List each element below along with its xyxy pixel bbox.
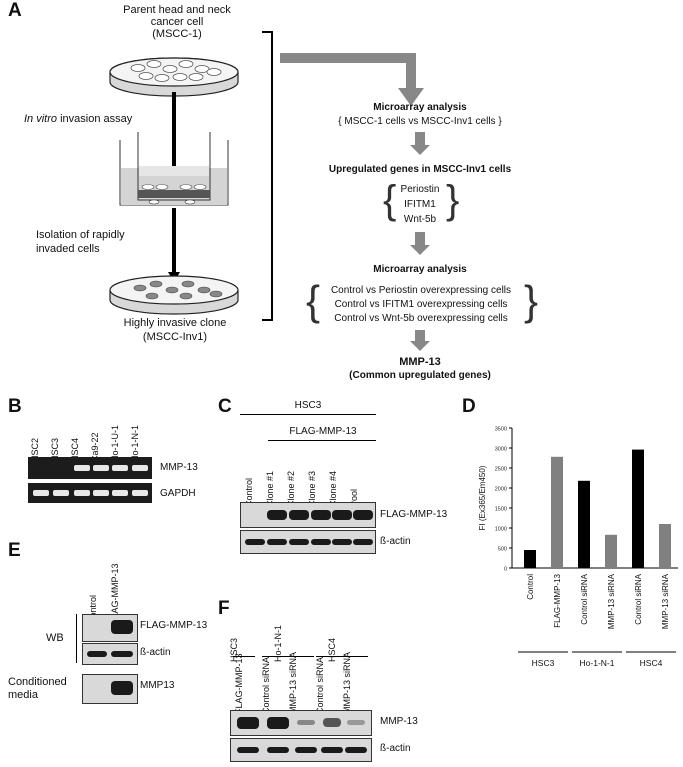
comparison-item: Control vs Periostin overexpressing cell… <box>330 285 512 296</box>
chart-bar <box>551 456 563 568</box>
parent-cell-label: Parent head and neck cancer cell (MSCC-1… <box>123 4 231 40</box>
chart-group-label: Ho-1-N-1 <box>580 658 615 668</box>
comparison-item: Control vs Wnt-5b overexpressing cells <box>334 313 508 324</box>
panel-c-row-label: FLAG-MMP-13 <box>380 509 448 520</box>
chart-y-axis-label: FI (Ex365/Em450) <box>478 465 487 530</box>
chart-y-tick-label: 3500 <box>495 427 507 433</box>
panel-f-lane-label: Control siRNA <box>261 656 271 714</box>
panel-c-row-label: ß-actin <box>380 536 411 547</box>
chart-y-tick-label: 0 <box>504 567 507 573</box>
panel-f-lane-label: MMP-13 siRNA <box>288 651 298 714</box>
panel-c-group-top: HSC3 <box>294 400 322 411</box>
comparisons-left-brace: { <box>306 277 321 324</box>
comparisons-right-brace: } <box>524 277 539 324</box>
panel-e-media-label: Conditioned media <box>8 676 67 701</box>
panel-b-row-label: GAPDH <box>160 488 196 499</box>
gene-item: Wnt-5b <box>403 214 437 225</box>
flow-arrow-3 <box>415 330 425 342</box>
panel-f-group-line <box>233 656 255 657</box>
panel-c-group-line <box>240 414 376 415</box>
gene-item: Periostin <box>400 184 440 195</box>
chart-x-tick-label: Control <box>526 574 535 600</box>
genes-right-brace: } <box>446 178 460 222</box>
genes-left-brace: { <box>383 178 397 222</box>
flow-step2-title: Upregulated genes in MSCC-Inv1 cells <box>328 164 512 175</box>
gene-item: IFITM1 <box>404 199 436 210</box>
panel-b-gel-gapdh <box>28 483 152 503</box>
chart-x-tick-label: FLAG-MMP-13 <box>553 573 562 627</box>
genes-list: Periostin IFITM1 Wnt-5b <box>393 182 447 227</box>
panel-c-blot-actin <box>240 530 376 554</box>
flow-result-title: MMP-13 <box>399 356 441 368</box>
panel-f-lane-label: Control siRNA <box>315 656 325 714</box>
panel-f-group-line <box>316 656 368 657</box>
chart-group-label: HSC4 <box>640 658 663 668</box>
panel-c-blot-flag <box>240 502 376 528</box>
chart-y-tick-label: 2000 <box>495 487 507 493</box>
panel-e-row-label: ß-actin <box>140 647 171 658</box>
flow-step1-title: Microarray analysis <box>373 102 467 113</box>
chart-x-tick-label: Control siRNA <box>580 573 589 624</box>
fluorescence-bar-chart: 0 500 1000 1500 2000 2500 3000 3500 FI (Ex365/Em… <box>478 427 678 668</box>
invasion-assay-schematic <box>109 57 239 315</box>
chart-y-tick-label: 1500 <box>495 507 507 513</box>
chart-x-tick-label: Control siRNA <box>634 573 643 624</box>
panel-f-lane-label: MMP-13 siRNA <box>342 651 352 714</box>
panel-f-lane-label: FLAG-MMP-13 <box>234 653 244 714</box>
flow-step1-text: { MSCC-1 cells vs MSCC-Inv1 cells } <box>338 116 502 127</box>
comparison-item: Control vs IFITM1 overexpressing cells <box>334 299 508 310</box>
panel-f-blot-mmp13 <box>230 710 372 736</box>
flow-arrow-1-head <box>410 145 430 155</box>
chart-y-tick-label: 3000 <box>495 447 507 453</box>
chart-bar <box>578 480 590 568</box>
panel-b-label: B <box>8 396 22 417</box>
flow-arrow-2-head <box>410 245 430 255</box>
panel-c-label: C <box>218 396 232 417</box>
panel-c-group-sub: FLAG-MMP-13 <box>289 426 357 437</box>
panel-f-row-label: ß-actin <box>380 743 411 754</box>
panel-e-row-label: FLAG-MMP-13 <box>140 620 208 631</box>
panel-f-blot-actin <box>230 738 372 762</box>
chart-bar <box>524 550 536 568</box>
chart-x-tick-label: MMP-13 siRNA <box>661 573 670 629</box>
comparisons-list: Control vs Periostin overexpressing cell… <box>316 284 526 326</box>
bracket-and-arrow <box>262 31 424 321</box>
chart-y-tick-label: 1000 <box>495 527 507 533</box>
isolation-label: Isolation of rapidly invaded cells <box>36 229 125 255</box>
panel-e-blot-mmp13 <box>82 674 138 704</box>
panel-e-blot-actin <box>82 643 138 665</box>
invasive-clone-label: Highly invasive clone (MSCC-Inv1) <box>123 317 227 343</box>
chart-bar <box>605 534 617 568</box>
panel-e-wb-bracket <box>76 614 77 663</box>
panel-f-row-label: MMP-13 <box>380 716 418 727</box>
panel-f-label: F <box>218 598 230 619</box>
flow-step3-title: Microarray analysis <box>373 264 467 275</box>
panel-f-group-line <box>262 656 314 657</box>
panel-a-label: A <box>8 0 22 21</box>
panel-f-group-label: HSC3 <box>229 637 239 662</box>
panel-f-group-label: HSC4 <box>327 637 337 662</box>
chart-bar <box>659 524 671 568</box>
panel-e-label: E <box>8 540 21 561</box>
panel-d-label: D <box>462 396 476 417</box>
panel-c-subgroup-line <box>268 440 376 441</box>
panel-b-gel-mmp13 <box>28 457 152 479</box>
flow-arrow-1 <box>415 132 425 146</box>
panel-e-wb-label: WB <box>46 632 64 644</box>
chart-x-tick-label: MMP-13 siRNA <box>607 573 616 629</box>
flow-arrow-3-head <box>410 341 430 351</box>
panel-e-blot-flag <box>82 614 138 642</box>
flow-result-subtitle: (Common upregulated genes) <box>349 370 491 381</box>
invasion-assay-label: In vitro invasion assay <box>24 113 133 125</box>
panel-b-row-label: MMP-13 <box>160 462 198 473</box>
chart-bar <box>632 449 644 568</box>
panel-e-row-label: MMP13 <box>140 680 175 691</box>
chart-y-tick-label: 2500 <box>495 467 507 473</box>
flow-arrow-2 <box>415 232 425 246</box>
chart-group-label: HSC3 <box>532 658 555 668</box>
chart-y-tick-label: 500 <box>498 547 507 553</box>
